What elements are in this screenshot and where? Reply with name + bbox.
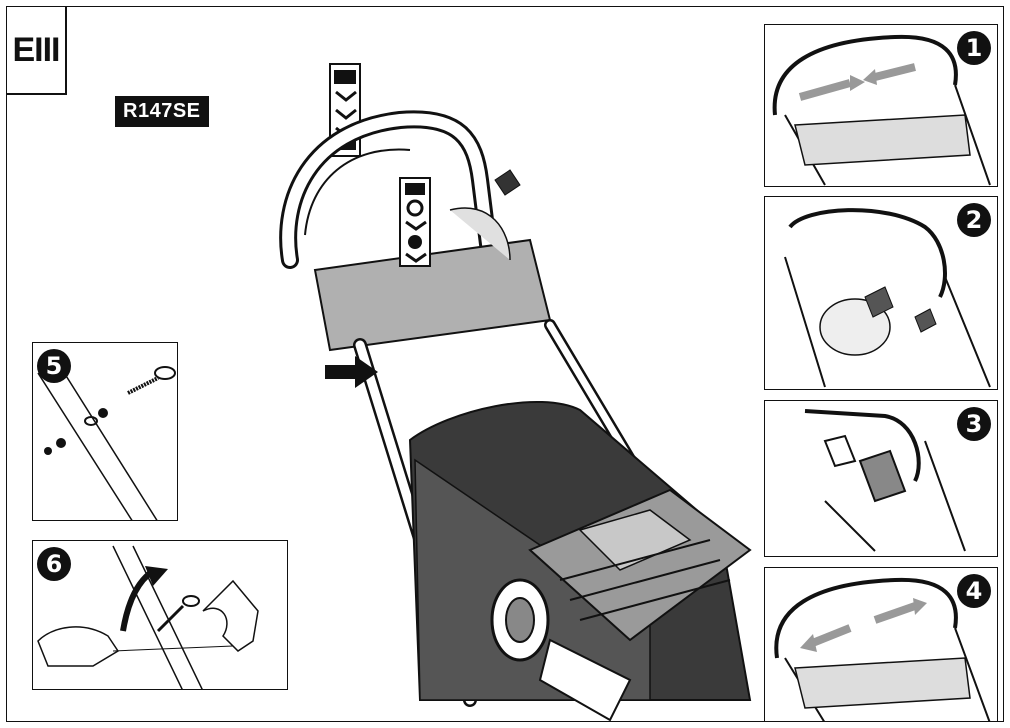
step-1-panel: 1 [764,24,998,187]
step-6-panel: 6 [32,540,288,690]
section-tab-label: EIII [12,30,60,69]
model-label: R147SE [115,96,209,127]
step-4-panel: 4 [764,567,998,722]
step-2-badge: 2 [957,203,991,237]
page-frame: EIII [6,6,1004,722]
step-6-badge: 6 [37,547,71,581]
control-symbols-strip-lower [399,177,431,267]
step-3-panel: 3 [764,400,998,557]
step-1-badge: 1 [957,31,991,65]
pointer-arrow-icon [325,356,378,388]
mower-illustration [250,60,760,722]
section-tab: EIII [7,7,67,95]
step-5-panel: 5 [32,342,178,521]
step-4-badge: 4 [957,574,991,608]
step-5-badge: 5 [37,349,71,383]
step-2-panel: 2 [764,196,998,390]
step-3-badge: 3 [957,407,991,441]
